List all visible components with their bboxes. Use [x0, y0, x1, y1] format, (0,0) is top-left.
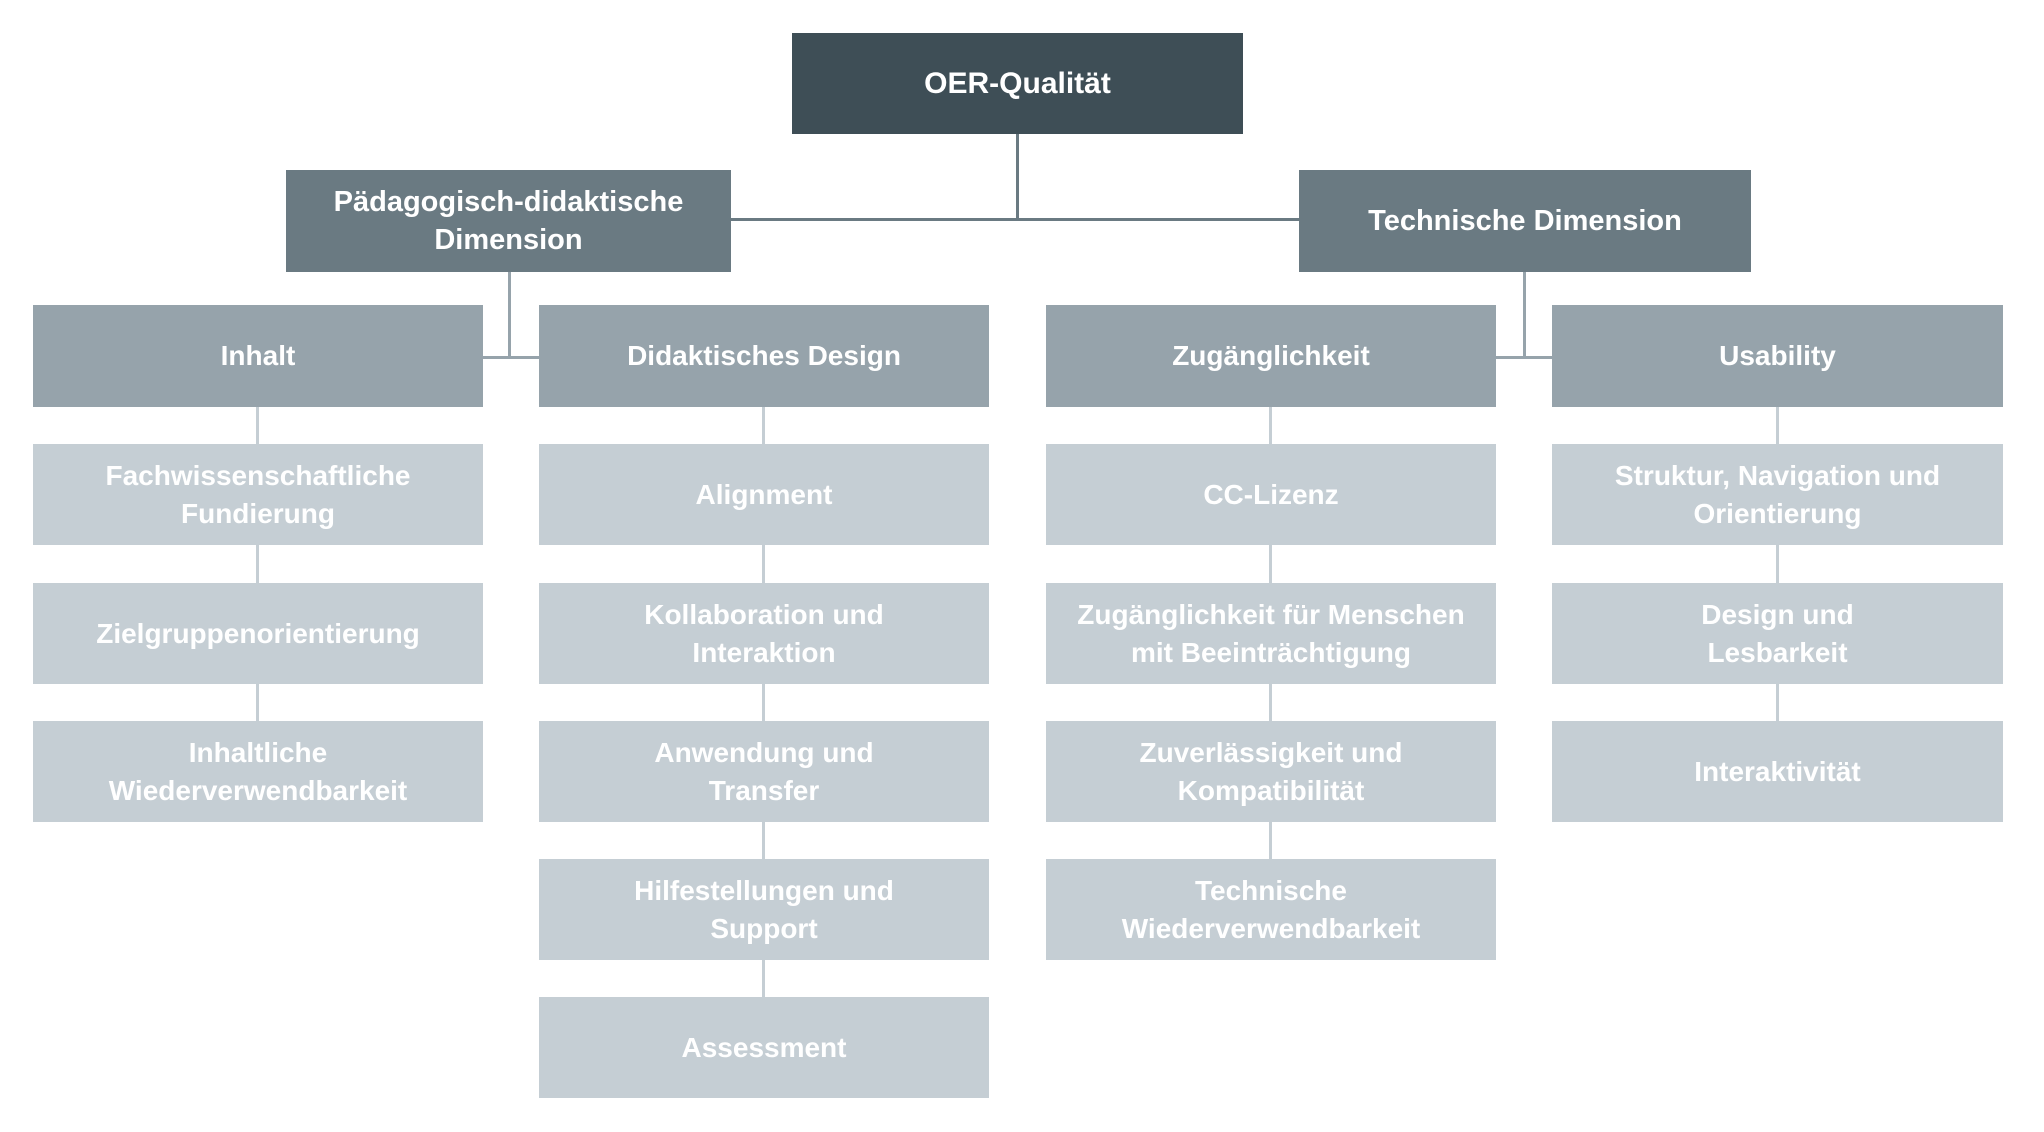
connector-line	[256, 545, 259, 583]
node-zuverlaessigkeit-und-kompatibilitaet: Zuverlässigkeit und Kompatibilität	[1046, 721, 1496, 822]
connector-line	[256, 684, 259, 721]
connector-dim2-horizontal	[1496, 356, 1552, 359]
connector-root-vertical	[1016, 134, 1019, 221]
node-inhalt: Inhalt	[33, 305, 483, 407]
connector-line	[1269, 822, 1272, 859]
connector-dim2-vertical	[1523, 272, 1526, 359]
connector-line	[762, 822, 765, 859]
node-paedagogisch-didaktische-dimension: Pädagogisch-didaktische Dimension	[286, 170, 731, 272]
node-technische-wiederverwendbarkeit: Technische Wiederverwendbarkeit	[1046, 859, 1496, 960]
connector-line	[1269, 407, 1272, 444]
node-anwendung-und-transfer: Anwendung und Transfer	[539, 721, 989, 822]
node-oer-qualitaet: OER-Qualität	[792, 33, 1243, 134]
node-hilfestellungen-und-support: Hilfestellungen und Support	[539, 859, 989, 960]
connector-line	[762, 407, 765, 444]
node-zugaenglichkeit: Zugänglichkeit	[1046, 305, 1496, 407]
connector-line	[1776, 407, 1779, 444]
node-zugaenglichkeit-fuer-menschen: Zugänglichkeit für Menschen mit Beeinträ…	[1046, 583, 1496, 684]
node-interaktivitaet: Interaktivität	[1552, 721, 2003, 822]
connector-dim1-vertical	[508, 272, 511, 359]
connector-root-horizontal	[731, 218, 1299, 221]
connector-line	[1776, 684, 1779, 721]
node-fachwissenschaftliche-fundierung: Fachwissenschaftliche Fundierung	[33, 444, 483, 545]
node-struktur-navigation-orientierung: Struktur, Navigation und Orientierung	[1552, 444, 2003, 545]
connector-line	[762, 960, 765, 997]
node-kollaboration-und-interaktion: Kollaboration und Interaktion	[539, 583, 989, 684]
connector-line	[1269, 684, 1272, 721]
node-inhaltliche-wiederverwendbarkeit: Inhaltliche Wiederverwendbarkeit	[33, 721, 483, 822]
node-technische-dimension: Technische Dimension	[1299, 170, 1751, 272]
node-design-und-lesbarkeit: Design und Lesbarkeit	[1552, 583, 2003, 684]
connector-dim1-horizontal	[483, 356, 539, 359]
connector-line	[256, 407, 259, 444]
node-cc-lizenz: CC-Lizenz	[1046, 444, 1496, 545]
node-zielgruppenorientierung: Zielgruppenorientierung	[33, 583, 483, 684]
connector-line	[762, 545, 765, 583]
node-usability: Usability	[1552, 305, 2003, 407]
connector-line	[1776, 545, 1779, 583]
node-didaktisches-design: Didaktisches Design	[539, 305, 989, 407]
node-alignment: Alignment	[539, 444, 989, 545]
connector-line	[762, 684, 765, 721]
connector-line	[1269, 545, 1272, 583]
node-assessment: Assessment	[539, 997, 989, 1098]
